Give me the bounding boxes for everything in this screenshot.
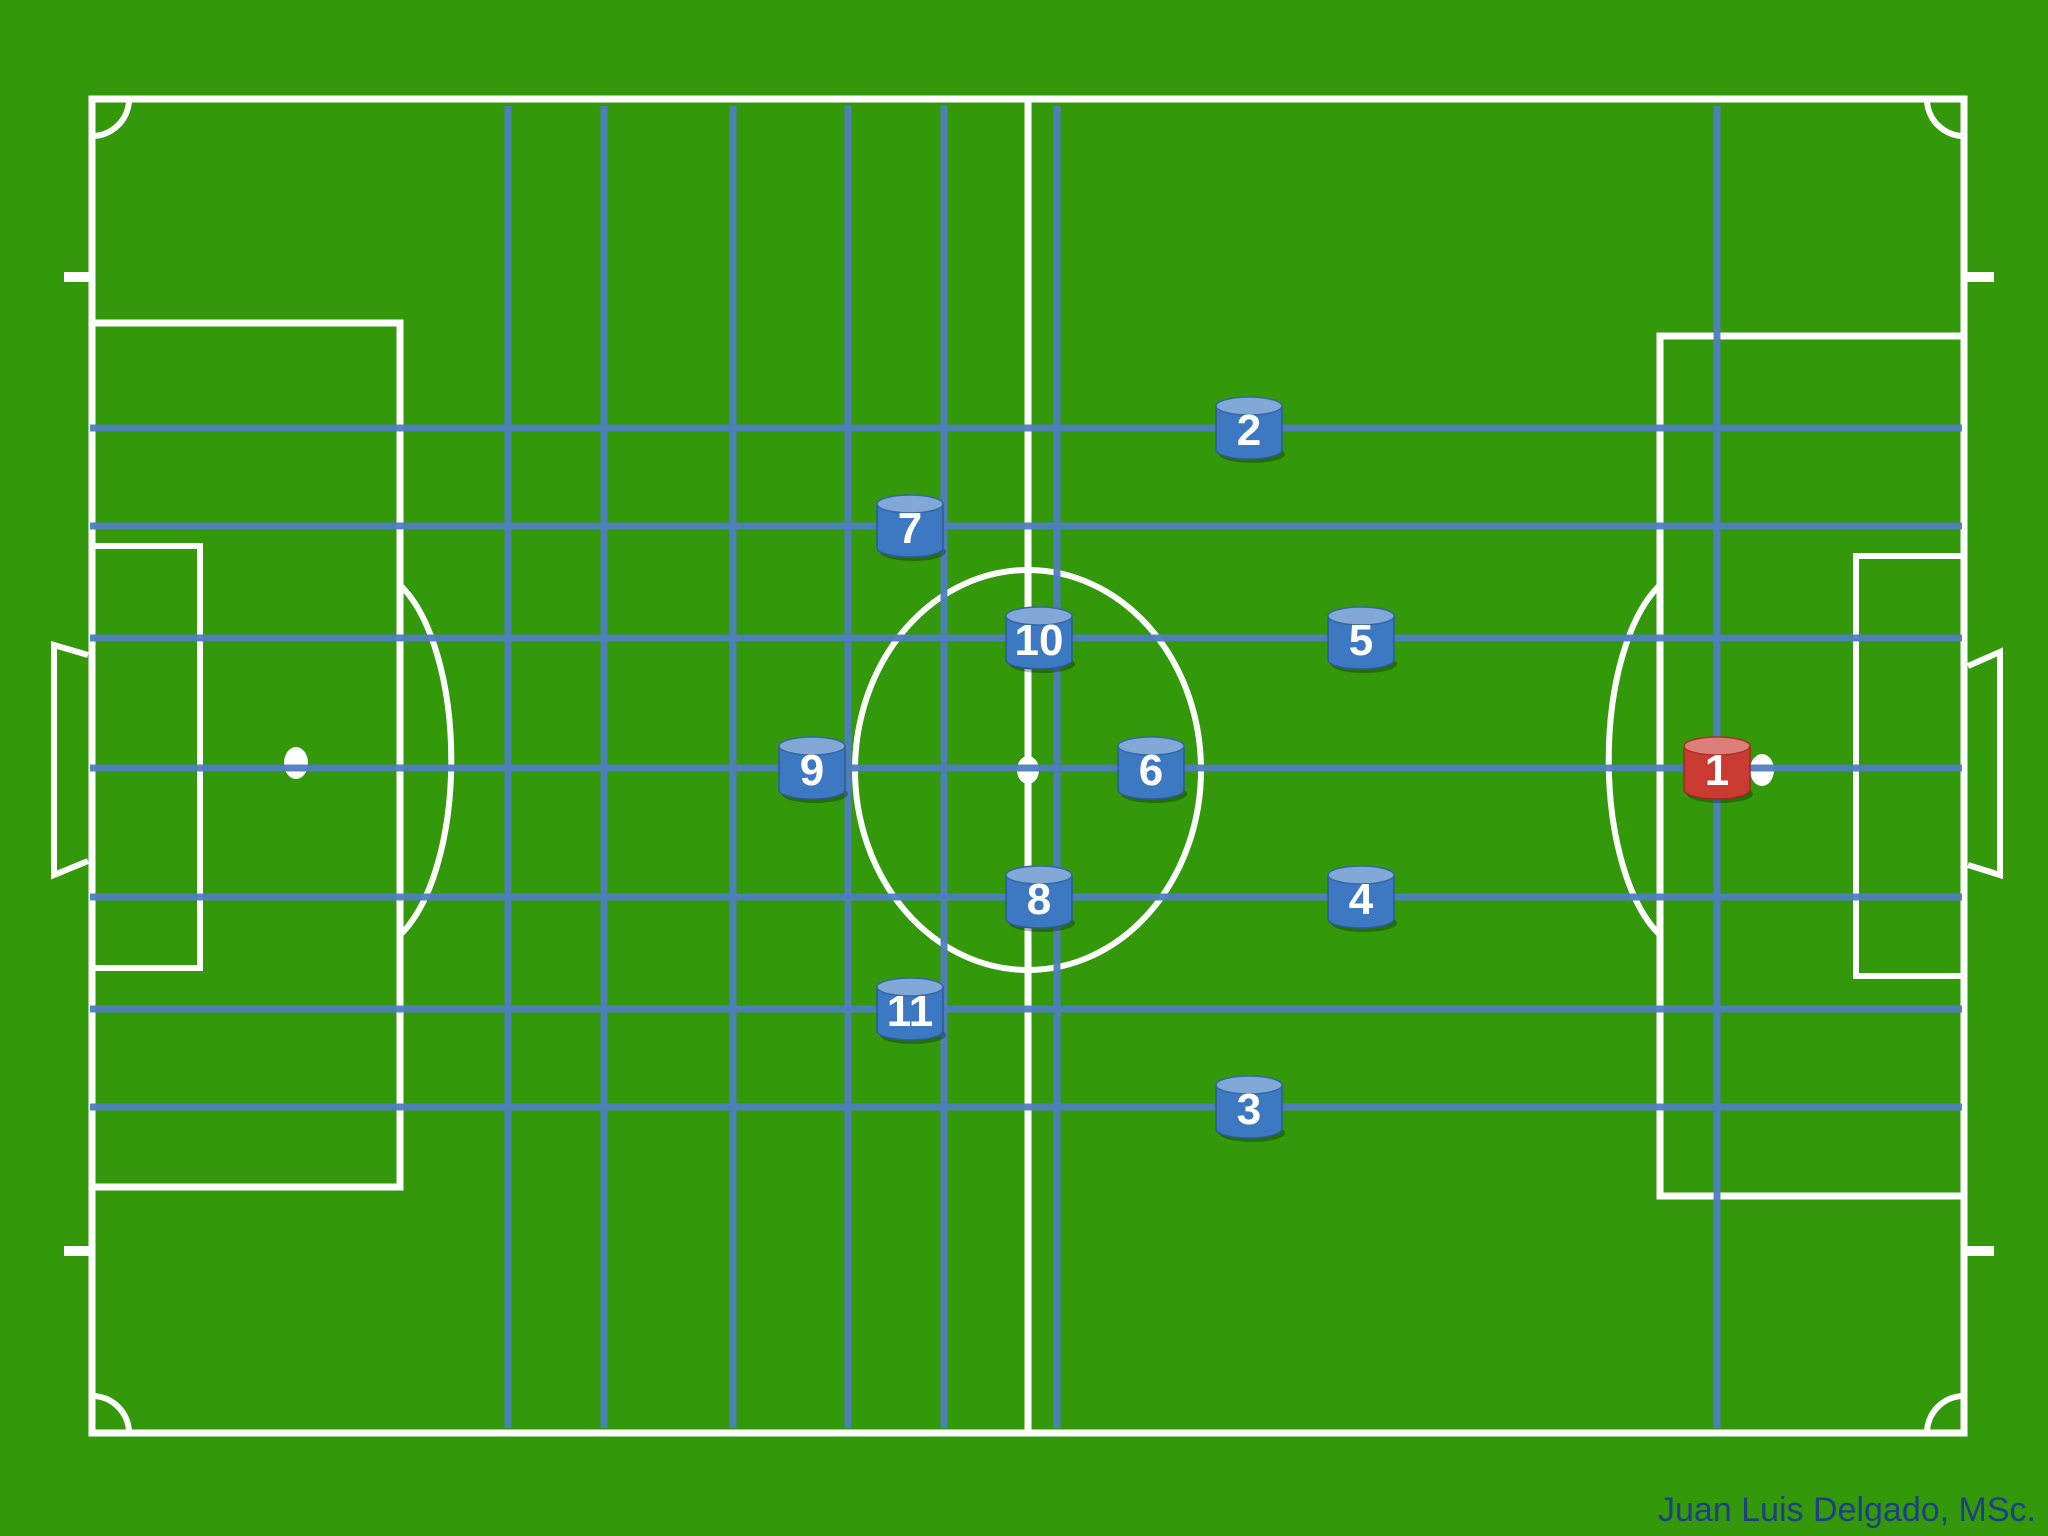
left-goal-area [89,543,203,971]
player-body [778,745,846,800]
player-marker[interactable]: 2 [1215,396,1285,463]
player-top [876,977,944,997]
player-top [1117,736,1185,756]
player-marker[interactable]: 6 [1117,736,1187,803]
player-top [876,494,944,514]
corner-arc-top-right [1924,98,1965,139]
player-marker[interactable]: 11 [876,977,946,1044]
left-penalty-area [88,319,404,1191]
player-marker[interactable]: 4 [1327,865,1397,932]
player-top [1683,736,1751,756]
player-number: 2 [1237,406,1261,455]
player-number: 5 [1349,616,1373,665]
player-number: 1 [1705,746,1729,795]
player-marker[interactable]: 10 [1005,606,1075,673]
player-top [1215,1075,1283,1095]
player-top [1215,396,1283,416]
goalkeeper-marker[interactable]: 1 [1683,736,1753,803]
player-number: 8 [1027,875,1051,924]
player-number: 10 [1015,616,1064,665]
player-top [1005,865,1073,885]
player-body [1327,874,1395,929]
player-number: 4 [1349,875,1374,924]
player-top [778,736,846,756]
corner-arc-bottom-left [91,1393,132,1434]
player-top [1005,606,1073,626]
player-marker[interactable]: 9 [778,736,848,803]
player-marker[interactable]: 8 [1005,865,1075,932]
right-goal [1966,647,2003,880]
player-body [1683,745,1751,800]
player-body [1327,615,1395,670]
author-credit: Juan Luis Delgado, MSc. [1658,1491,2036,1529]
players: 1 2 3 4 5 6 7 8 9 10 11 [778,396,1753,1142]
grid-lines [90,106,1962,1428]
player-number: 7 [898,504,922,553]
player-number: 3 [1237,1085,1261,1134]
player-top [1327,606,1395,626]
player-body [876,503,944,558]
player-body [1005,615,1073,670]
pitch-lines [51,95,2003,1437]
player-marker[interactable]: 5 [1327,606,1397,673]
player-body [1005,874,1073,929]
player-number: 9 [800,746,824,795]
player-number: 6 [1139,746,1163,795]
corner-arc-bottom-right [1924,1393,1965,1434]
corner-arc-top-left [91,98,132,139]
player-body [1215,405,1283,460]
player-body [876,986,944,1041]
left-goal [51,640,90,880]
player-top [1327,865,1395,885]
player-marker[interactable]: 3 [1215,1075,1285,1142]
player-body [1117,745,1185,800]
player-body [1215,1084,1283,1139]
left-penalty-spot [284,747,308,779]
player-marker[interactable]: 7 [876,494,946,561]
player-number: 11 [887,987,934,1036]
